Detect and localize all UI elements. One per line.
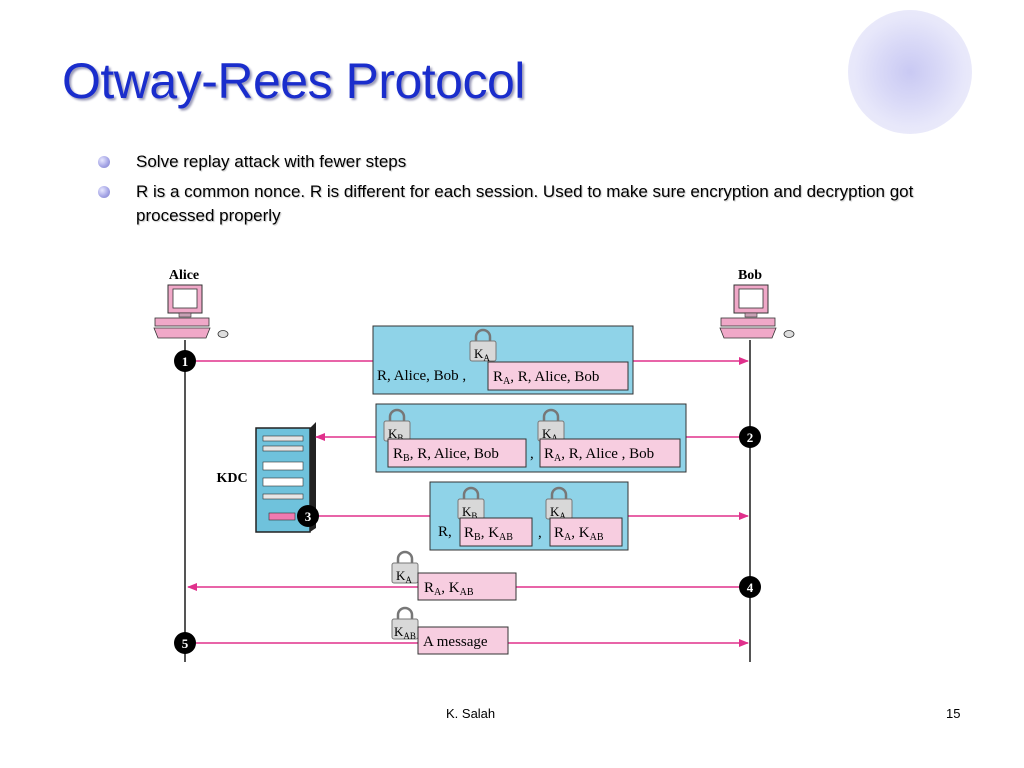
bullet-list: Solve replay attack with fewer steps R i…: [98, 150, 928, 234]
step2-cipher-box-kb: [387, 438, 527, 468]
bullet-item: Solve replay attack with fewer steps: [98, 150, 928, 174]
step3-cipher-box-ka: [549, 517, 623, 547]
svg-text:5: 5: [182, 636, 189, 651]
kdc-server-icon: [255, 422, 316, 533]
bob-label: Bob: [738, 268, 762, 283]
step-5-marker: 5: [174, 632, 196, 654]
svg-text:2: 2: [747, 430, 754, 445]
step2-separator: ,: [530, 446, 534, 462]
svg-text:3: 3: [305, 509, 312, 524]
kdc-label: KDC: [216, 471, 247, 486]
step3-cipher-box-kb: [459, 517, 533, 547]
bob-computer-icon: [719, 284, 795, 339]
step4-cipher-box: [417, 572, 517, 601]
step-1-marker: 1: [174, 350, 196, 372]
bullet-item: R is a common nonce. R is different for …: [98, 180, 928, 228]
step2-cipher-text-kb: RB, R, Alice, Bob: [393, 446, 499, 464]
step3-plain-text: R,: [438, 524, 452, 540]
lock-icon: KA: [468, 328, 498, 363]
svg-text:1: 1: [182, 354, 189, 369]
step-2-marker: 2: [739, 426, 761, 448]
svg-text:4: 4: [747, 580, 754, 595]
bullet-icon: [98, 156, 110, 168]
step2-cipher-text-ka: RA, R, Alice , Bob: [544, 446, 654, 464]
footer-author: K. Salah: [446, 706, 496, 721]
step2-cipher-box-ka: [539, 438, 681, 468]
step-4-marker: 4: [739, 576, 761, 598]
bullet-text: Solve replay attack with fewer steps: [136, 152, 407, 171]
step5-message-box: [417, 626, 509, 655]
step1-cipher-text: RA, R, Alice, Bob: [493, 369, 599, 387]
lock-icon: KA: [544, 486, 574, 521]
decorative-circle: [848, 10, 972, 134]
step1-plain-text: R, Alice, Bob ,: [377, 368, 466, 384]
otway-rees-diagram: Alice Bob KDC R, Alice, Bob , KA RA,: [153, 268, 795, 662]
step3-separator: ,: [538, 525, 542, 541]
alice-label: Alice: [169, 268, 199, 283]
step1-cipher-box: [487, 361, 629, 391]
step5-message-text: A message: [423, 634, 488, 650]
bullet-icon: [98, 186, 110, 198]
page-number: 15: [946, 706, 961, 721]
step-3-marker: 3: [297, 505, 319, 527]
lock-icon: KA: [390, 550, 420, 585]
alice-computer-icon: [153, 284, 229, 339]
slide-title: Otway-Rees Protocol: [62, 53, 525, 109]
lock-icon: KB: [456, 486, 486, 521]
lock-icon: KAB: [390, 606, 420, 641]
bullet-text: R is a common nonce. R is different for …: [136, 182, 914, 225]
